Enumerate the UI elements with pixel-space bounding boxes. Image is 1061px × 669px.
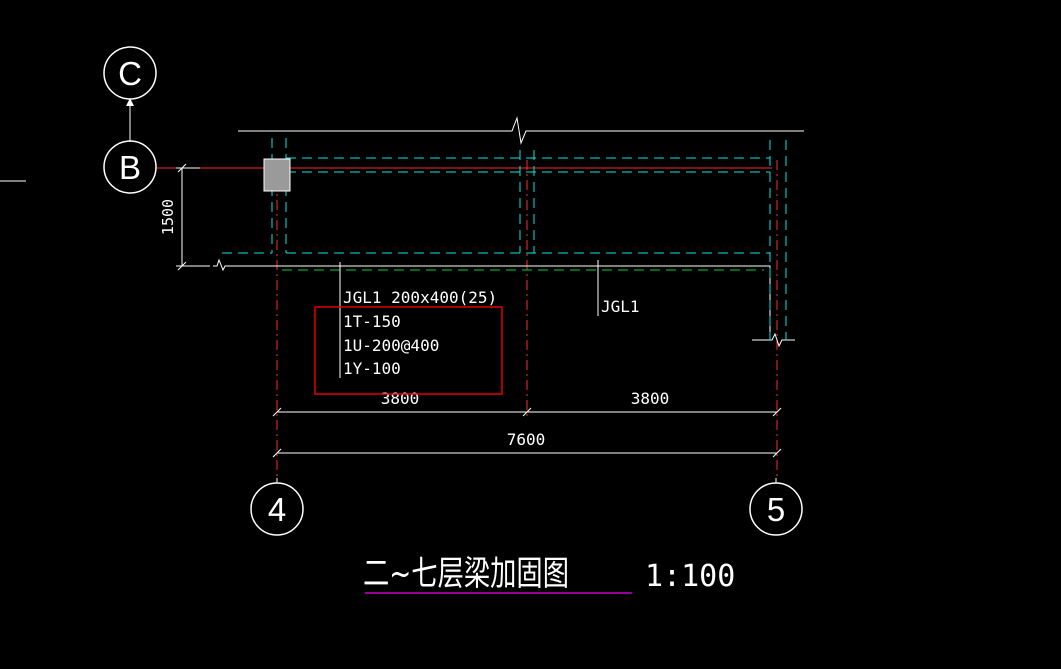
callout-line-3: 1Y-100 (343, 359, 401, 378)
total-dimension-row (272, 448, 782, 458)
beam-tag-label: JGL1 (601, 297, 640, 316)
grid-bubble-5-label: 5 (767, 491, 785, 528)
grid-bubble-4-label: 4 (268, 491, 286, 528)
grid-bubble-b-label: B (119, 149, 141, 186)
left-span-label: 3800 (381, 389, 420, 408)
callout-line-1: 1T-150 (343, 312, 401, 331)
axis-arrow (126, 98, 134, 142)
right-edge-break (752, 332, 795, 348)
grid-bubble-c-label: C (118, 55, 142, 92)
drawing-title: 二~七层梁加固图 (363, 554, 569, 594)
span-dimension-row (272, 407, 782, 417)
right-span-label: 3800 (631, 389, 670, 408)
callout-beam-name: JGL1 200x400(25) (343, 288, 497, 307)
top-edge-left (238, 116, 804, 145)
grid-bubble-b: B (103, 140, 157, 194)
drawing-scale: 1:100 (645, 559, 735, 594)
total-span-label: 7600 (507, 430, 546, 449)
bottom-edge (213, 258, 771, 340)
highlight-box (314, 306, 503, 395)
slab-outline (0, 116, 804, 348)
vertical-dimension-label: 1500 (159, 199, 177, 235)
vertical-dimension (176, 163, 210, 271)
column-block (263, 158, 291, 192)
grid-lines (157, 160, 778, 478)
grid-bubble-5: 5 (749, 482, 803, 536)
callout-line-2: 1U-200@400 (343, 336, 439, 355)
grid-bubble-4: 4 (250, 482, 304, 536)
beam-outlines-cyan (222, 138, 787, 340)
grid-bubble-c: C (103, 46, 157, 100)
